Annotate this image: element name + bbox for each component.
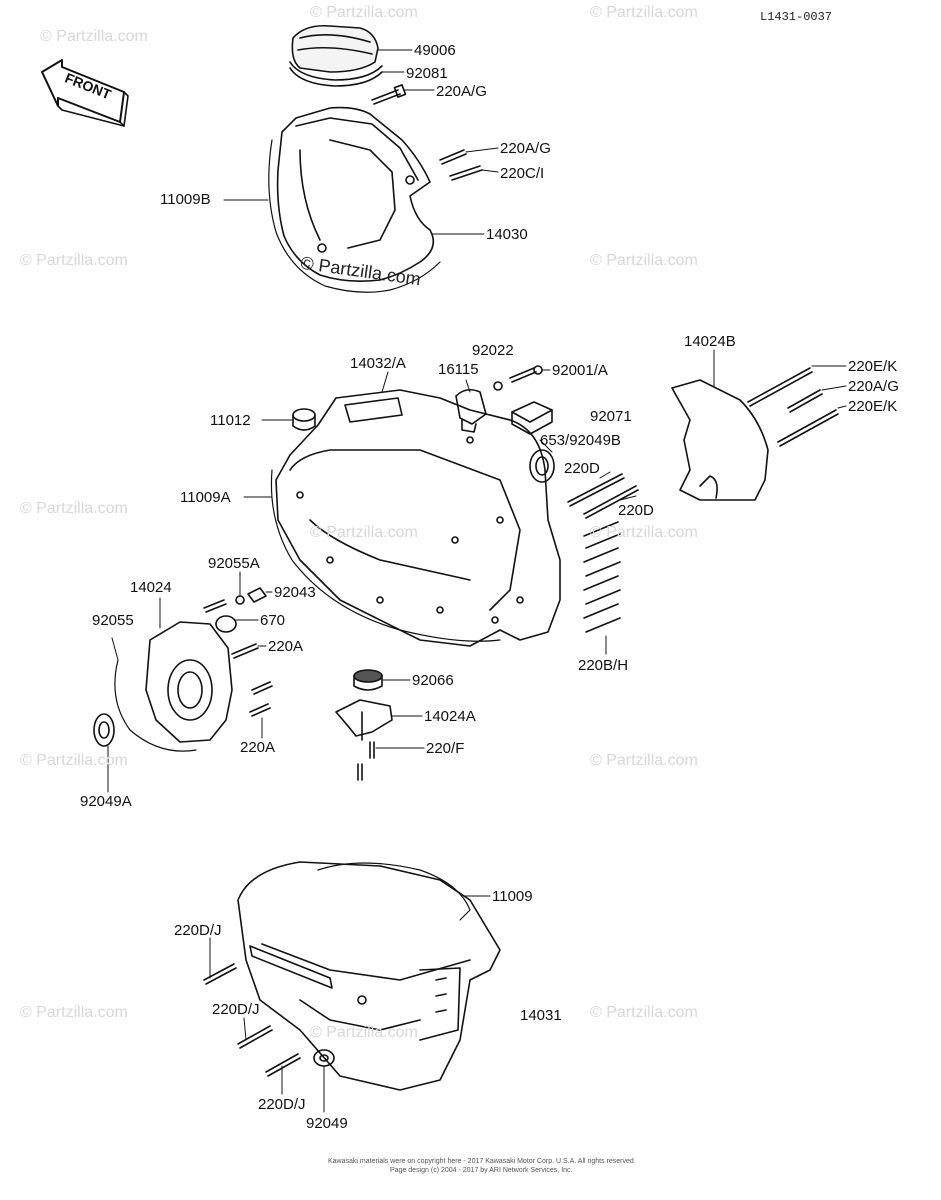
copyright-line-2: Page design (c) 2004 - 2017 by ARI Netwo… <box>390 1167 573 1174</box>
diagram-code: L1431-0037 <box>760 10 833 24</box>
label-220dj: 220D/J <box>258 1096 306 1113</box>
watermark: © Partzilla.com <box>590 752 698 769</box>
bolt-220ci <box>449 165 483 181</box>
bolt-220dj-1 <box>203 963 237 985</box>
bolt-220ek-2 <box>777 409 839 447</box>
bolt-220ag-top <box>371 84 407 105</box>
part-14024 <box>145 621 233 743</box>
watermark: © Partzilla.com <box>20 1004 128 1021</box>
label-220d: 220D <box>564 460 600 477</box>
part-16115 <box>455 388 487 433</box>
bolt-220a-upper <box>231 643 259 659</box>
part-11009b <box>268 139 441 293</box>
label-220ag: 220A/G <box>848 378 899 395</box>
part-49006 <box>291 24 379 73</box>
label-92049a: 92049A <box>80 793 132 810</box>
label-220ek: 220E/K <box>848 398 898 415</box>
part-653-bearing <box>529 449 555 483</box>
part-92071 <box>511 401 553 435</box>
watermark: © Partzilla.com <box>20 252 128 269</box>
label-92022: 92022 <box>472 342 514 359</box>
label-670: 670 <box>260 612 286 629</box>
label-220f: 220/F <box>426 740 465 757</box>
watermark: © Partzilla.com <box>40 28 148 45</box>
part-92055 <box>114 659 197 752</box>
part-14031 <box>237 861 501 1091</box>
label-92071: 92071 <box>590 408 632 425</box>
label-92001a: 92001/A <box>552 362 608 379</box>
part-11009a-gasket <box>270 469 501 642</box>
watermark: © Partzilla.com <box>20 500 128 517</box>
label-220bh: 220B/H <box>578 657 629 674</box>
bolt-220a-lower <box>249 681 273 717</box>
part-14024b <box>671 379 769 501</box>
label-220d: 220D <box>618 502 654 519</box>
part-11012 <box>292 408 316 431</box>
part-92081 <box>289 61 383 81</box>
watermark: © Partzilla.com <box>590 1004 698 1021</box>
watermark: © Partzilla.com <box>310 4 418 21</box>
part-92022 <box>493 381 503 391</box>
part-14030 <box>276 106 435 282</box>
part-14024a <box>335 699 393 741</box>
bolt-220d <box>567 473 639 519</box>
label-220ek: 220E/K <box>848 358 898 375</box>
watermark: © Partzilla.com <box>590 252 698 269</box>
copyright-line-1: Kawasaki materials were on copyright her… <box>328 1158 634 1165</box>
part-92001a <box>509 365 543 383</box>
label-11009b: 11009B <box>160 191 211 208</box>
label-220ci: 220C/I <box>500 165 545 182</box>
part-14032-cover <box>275 389 561 647</box>
label-11012: 11012 <box>210 412 251 429</box>
bolt-220ag-right <box>787 389 823 413</box>
watermark: © Partzilla.com <box>310 1024 418 1041</box>
part-92066 <box>353 669 383 691</box>
bolt-220ek-1 <box>747 367 813 407</box>
label-92066: 92066 <box>412 672 454 689</box>
bolt-stack-220bh <box>583 521 621 633</box>
watermark: © Partzilla.com <box>590 4 698 21</box>
label-49006: 49006 <box>414 42 456 59</box>
front-arrow-icon <box>41 59 129 127</box>
label-220dj: 220D/J <box>212 1001 260 1018</box>
bolt-220f <box>357 741 375 781</box>
label-92055a: 92055A <box>208 555 260 572</box>
label-92043: 92043 <box>274 584 316 601</box>
label-92081: 92081 <box>406 65 448 82</box>
part-670 <box>215 615 237 633</box>
label-14030: 14030 <box>486 226 528 243</box>
label-16115: 16115 <box>438 361 479 378</box>
watermark: © Partzilla.com <box>20 752 128 769</box>
label-11009a: 11009A <box>180 489 231 506</box>
label-220ag: 220A/G <box>436 83 487 100</box>
label-14031: 14031 <box>520 1007 562 1024</box>
watermark: © Partzilla.com <box>590 524 698 541</box>
part-11009-gasket <box>317 862 471 921</box>
label-92049: 92049 <box>306 1115 348 1132</box>
label-14024a: 14024A <box>424 708 476 725</box>
part-92049a <box>93 713 115 747</box>
label-220dj: 220D/J <box>174 922 222 939</box>
bolt-220dj-2 <box>237 1025 273 1049</box>
watermark: © Partzilla.com <box>310 524 418 541</box>
bolt-220dj-3 <box>265 1053 301 1077</box>
label-220a: 220A <box>268 638 304 655</box>
label-653-92049b: 653/92049B <box>540 432 621 449</box>
label-92055: 92055 <box>92 612 134 629</box>
part-92055a-92043 <box>203 587 267 613</box>
label-14024: 14024 <box>130 579 172 596</box>
label-11009: 11009 <box>492 888 533 905</box>
label-220a: 220A <box>240 739 276 756</box>
bolt-220ag-mid <box>439 149 467 165</box>
label-14024b: 14024B <box>684 333 736 350</box>
label-14032a: 14032/A <box>350 355 406 372</box>
label-220ag: 220A/G <box>500 140 551 157</box>
